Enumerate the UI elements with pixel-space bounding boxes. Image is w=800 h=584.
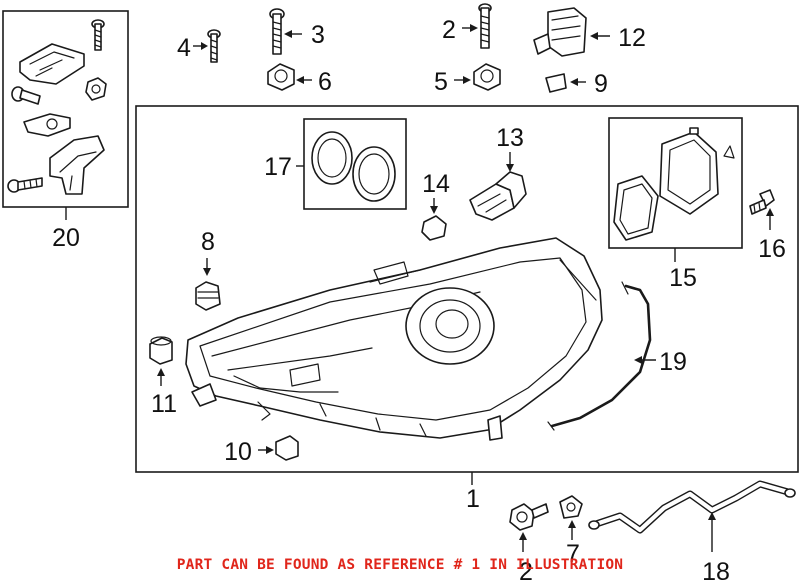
part-3-screw bbox=[269, 8, 302, 55]
part-7-clip bbox=[559, 495, 583, 540]
callout-4: 4 bbox=[177, 34, 191, 62]
headlamp-frame bbox=[135, 105, 799, 473]
part-20-main-bracket bbox=[49, 135, 105, 195]
part-18-vent-hose bbox=[588, 480, 796, 552]
part-17-seal-kit bbox=[296, 118, 407, 210]
callout-13: 13 bbox=[496, 124, 524, 152]
callout-2-top: 2 bbox=[442, 16, 456, 44]
callout-1: 1 bbox=[466, 485, 480, 513]
part-9-cap bbox=[545, 73, 586, 93]
part-13-bulb bbox=[469, 152, 527, 221]
part-10-grommet bbox=[258, 435, 299, 461]
callout-15: 15 bbox=[669, 264, 697, 292]
part-12-ballast bbox=[533, 7, 610, 57]
callout-16: 16 bbox=[758, 235, 786, 263]
part-14-bulb bbox=[421, 198, 447, 241]
part-20-bolt bbox=[11, 86, 41, 105]
part-4-screw bbox=[193, 29, 221, 63]
callout-3: 3 bbox=[311, 21, 325, 49]
part-16-screw bbox=[749, 189, 775, 230]
callout-11: 11 bbox=[151, 390, 177, 418]
callout-10: 10 bbox=[224, 438, 252, 466]
callout-18: 18 bbox=[702, 558, 730, 584]
callout-5: 5 bbox=[434, 68, 448, 96]
part-19-trim-strip bbox=[547, 281, 656, 431]
callout-19: 19 bbox=[659, 348, 687, 376]
part-20-screw bbox=[91, 19, 105, 51]
part-8-grommet bbox=[195, 258, 221, 311]
reference-notice: PART CAN BE FOUND AS REFERENCE # 1 IN IL… bbox=[176, 557, 624, 573]
part-11-grommet bbox=[149, 336, 173, 386]
callout-7: 7 bbox=[566, 540, 580, 568]
callout-12: 12 bbox=[618, 24, 646, 52]
callout-6: 6 bbox=[318, 68, 332, 96]
part-6-nut bbox=[267, 63, 312, 91]
part-2-screw-top bbox=[462, 3, 492, 49]
part-5-nut bbox=[454, 63, 501, 91]
callout-14: 14 bbox=[422, 170, 450, 198]
part-20-nut bbox=[85, 77, 107, 101]
callout-20: 20 bbox=[52, 224, 80, 252]
headlamp-assembly bbox=[185, 237, 603, 441]
part-20-bracket-kit bbox=[2, 10, 129, 220]
callout-2-bottom: 2 bbox=[519, 558, 533, 584]
part-17-frame bbox=[303, 118, 407, 210]
part-15-gasket-kit bbox=[608, 117, 743, 262]
part-2-screw-bottom bbox=[509, 503, 549, 552]
callout-8: 8 bbox=[201, 228, 215, 256]
part-20-lower-screw bbox=[7, 177, 43, 193]
callout-17: 17 bbox=[264, 153, 292, 181]
callout-9: 9 bbox=[594, 70, 608, 98]
